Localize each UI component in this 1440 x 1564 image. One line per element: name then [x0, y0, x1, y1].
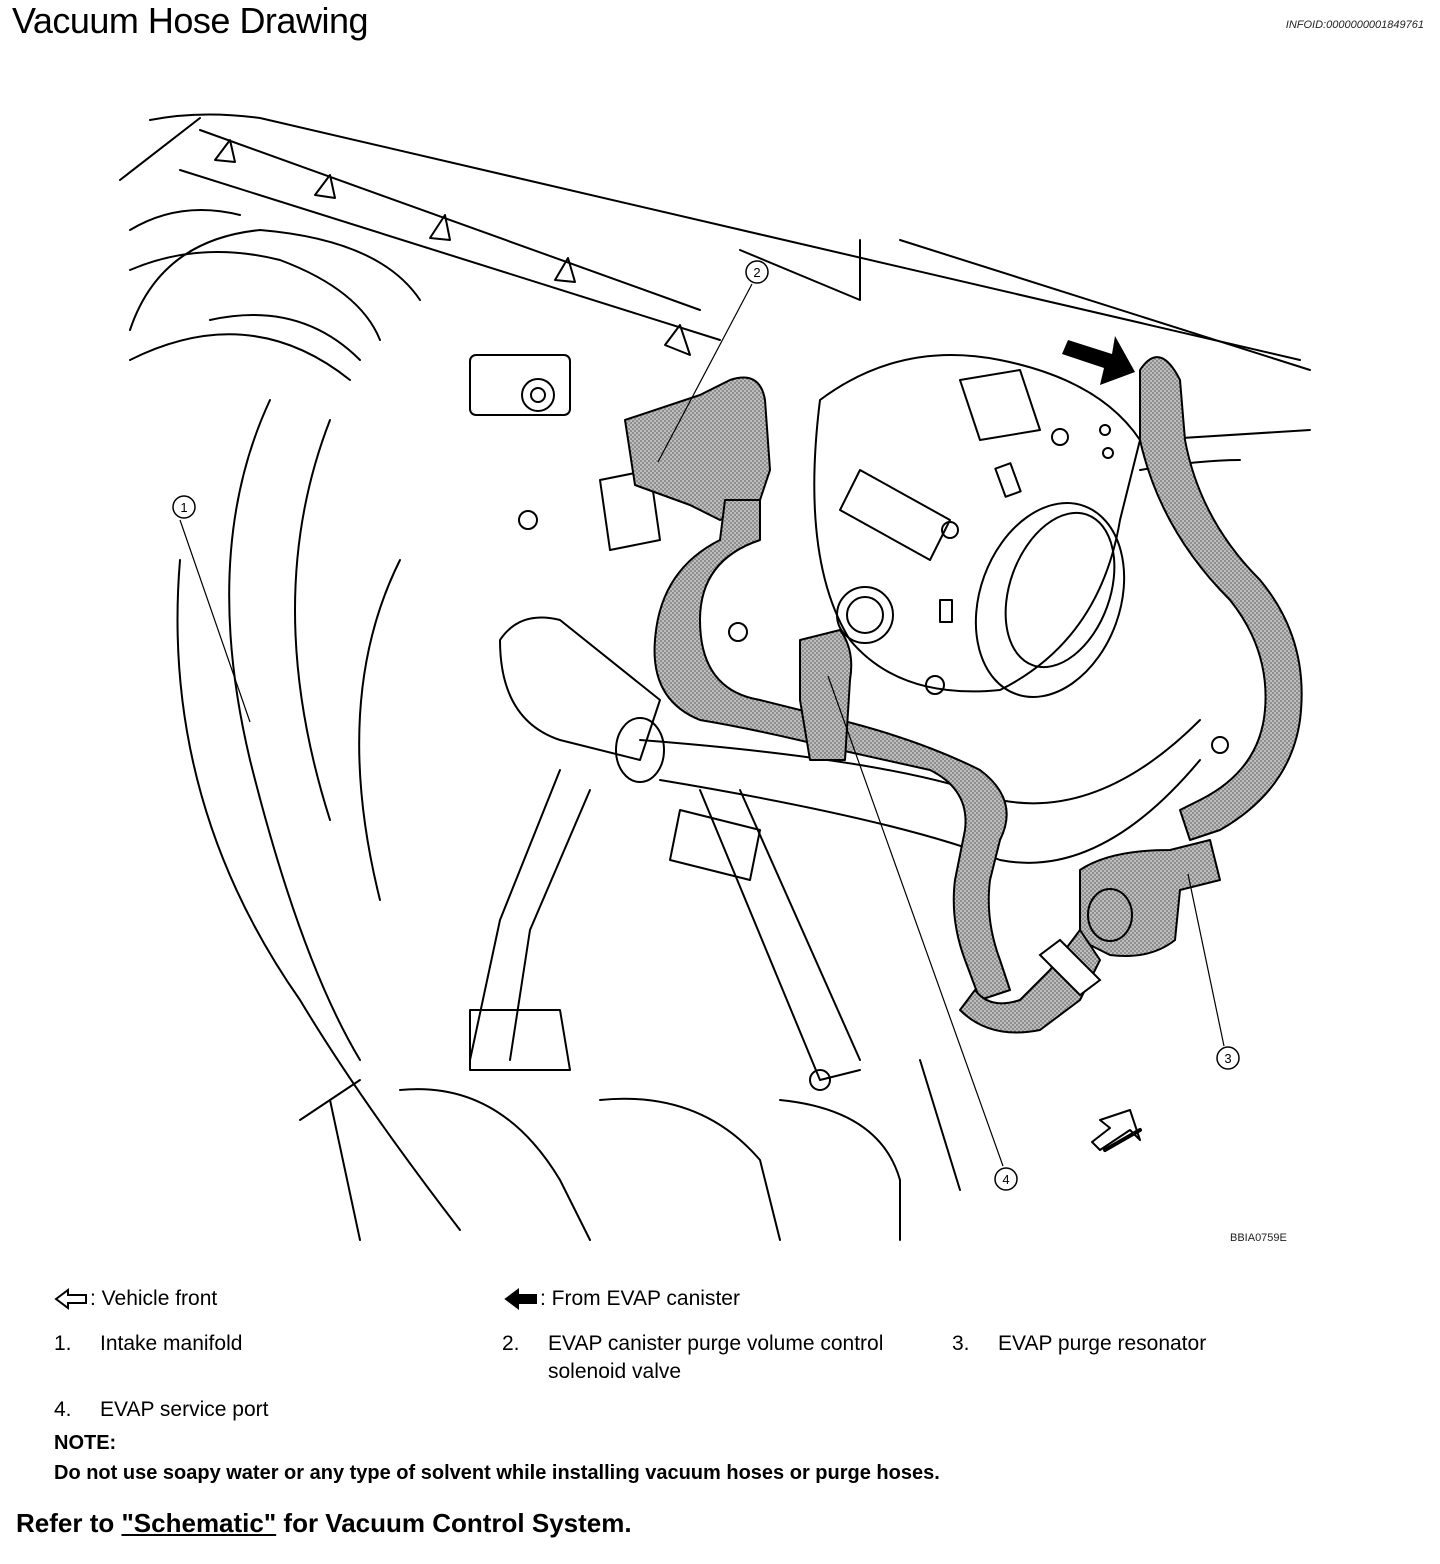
legend-item-1: 1.Intake manifold	[54, 1332, 243, 1355]
svg-text:2: 2	[753, 265, 760, 280]
svg-text:3: 3	[1224, 1051, 1231, 1066]
svg-text:1: 1	[180, 500, 187, 515]
legend-item-3: 3.EVAP purge resonator	[952, 1332, 1207, 1355]
legend-item-4: 4.EVAP service port	[54, 1398, 269, 1421]
note-title: NOTE:	[54, 1432, 117, 1454]
info-id: INFOID:0000000001849761	[1285, 19, 1424, 31]
page-title: Vacuum Hose Drawing	[12, 0, 368, 41]
open-arrow-icon	[54, 1288, 87, 1311]
callout-3: 3	[1216, 1046, 1240, 1070]
callout-2: 2	[745, 260, 769, 284]
callout-1: 1	[172, 495, 196, 519]
schematic-link[interactable]: "Schematic"	[121, 1508, 277, 1538]
legend-vehicle-front: : Vehicle front	[54, 1285, 217, 1313]
engine-vacuum-hose-illustration: 1 2 3 4	[119, 113, 1311, 1241]
legend-from-evap: : From EVAP canister	[504, 1285, 740, 1313]
callout-4: 4	[994, 1167, 1018, 1191]
svg-text:4: 4	[1002, 1172, 1009, 1187]
refer-line: Refer to "Schematic" for Vacuum Control …	[16, 1508, 632, 1538]
note-body: Do not use soapy water or any type of so…	[54, 1462, 940, 1484]
figure-code: BBIA0759E	[1230, 1232, 1287, 1244]
filled-arrow-icon	[504, 1288, 537, 1311]
